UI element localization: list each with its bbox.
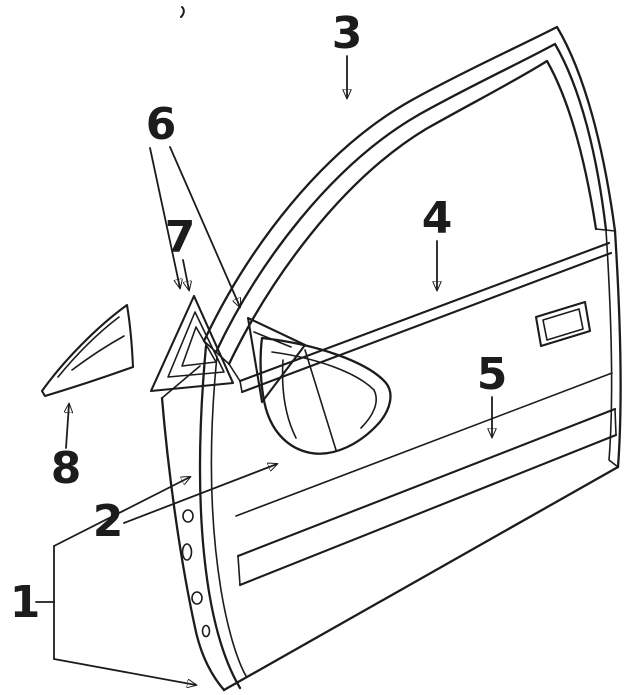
callout-2-arrow (123, 464, 277, 524)
callout-7-label: 7 (165, 212, 196, 263)
door-handle-bezel (534, 300, 592, 348)
body-side-molding (236, 407, 618, 587)
sail-corner-line (228, 363, 241, 382)
hinge-holes (181, 509, 211, 638)
callout-1: 1 (10, 477, 196, 685)
hinge-hole (201, 624, 211, 638)
callout-1-arrow-lower (53, 658, 196, 685)
callout-6-label: 6 (146, 99, 177, 150)
callout-6-arrow-left (149, 147, 180, 288)
callout-8-arrow (66, 404, 69, 449)
callout-1-arrow-upper (53, 477, 190, 547)
callout-2-label: 2 (93, 496, 124, 547)
mirror-housing (259, 336, 392, 455)
hinge-hole (182, 509, 194, 523)
mirror-glass-edge-right (360, 389, 377, 429)
door-crease-line (235, 372, 613, 517)
door-shell (160, 229, 622, 692)
callout-1-label: 1 (10, 577, 41, 628)
window-frame-assembly (202, 25, 617, 382)
window-frame-outer (214, 42, 608, 354)
callout-8-label: 8 (51, 443, 82, 494)
corner-triangle-mid (167, 311, 225, 378)
mirror-contour-line (304, 349, 337, 451)
belt-molding-lower-edge (240, 251, 613, 394)
callout-7-arrow (182, 259, 189, 290)
door-handle-grip (542, 308, 584, 341)
side-molding-right-cap (614, 408, 617, 436)
callout-5-label: 5 (477, 349, 508, 400)
callout-2: 2 (93, 464, 277, 547)
frame-left-cap (203, 340, 230, 365)
sail-panel (40, 303, 135, 398)
door-handle (534, 300, 592, 348)
door-bottom-edge (222, 465, 620, 692)
callout-7: 7 (165, 212, 196, 290)
callout-4-label: 4 (422, 193, 453, 244)
callout-8: 8 (51, 404, 82, 494)
callout-3-label: 3 (332, 8, 363, 59)
callout-6: 6 (146, 99, 240, 307)
mirror-sail-plate (246, 316, 307, 404)
sail-panel-outline (40, 303, 135, 398)
side-molding-lower-edge (238, 433, 618, 587)
sail-panel-hatch-line (57, 316, 120, 378)
callout-4: 4 (422, 193, 453, 290)
hinge-hole (191, 591, 203, 605)
side-molding-upper-edge (236, 407, 617, 558)
side-molding-left-cap (237, 555, 241, 586)
corner-trim-triangle (149, 294, 235, 393)
door-front-edge-fold (198, 344, 242, 690)
callout-5: 5 (477, 349, 508, 437)
corner-triangle-inner (181, 326, 217, 367)
mirror-glass-edge-top (271, 351, 375, 391)
callout-6-arrow-right (169, 146, 240, 307)
hinge-hole (181, 543, 193, 561)
stray-mark (180, 6, 185, 18)
door-front-edge-outer (160, 396, 226, 692)
belt-molding (238, 241, 613, 394)
window-frame-inner (227, 59, 598, 366)
door-rear-edge-inner (605, 229, 619, 468)
sail-panel-hatch-line-2 (71, 335, 125, 371)
belt-molding-left-cap (239, 380, 243, 393)
side-mirror (246, 316, 392, 455)
callouts: 1 2 3 4 5 6 (10, 8, 508, 685)
mirror-contour-line-2 (281, 359, 297, 439)
weatherstrip-molding (202, 25, 617, 343)
door-front-hem-line (210, 355, 247, 677)
callout-3: 3 (332, 8, 363, 98)
door-rear-edge-outer (613, 229, 622, 469)
corner-triangle-outer (149, 294, 235, 393)
door-front-corner-cap (161, 365, 201, 399)
